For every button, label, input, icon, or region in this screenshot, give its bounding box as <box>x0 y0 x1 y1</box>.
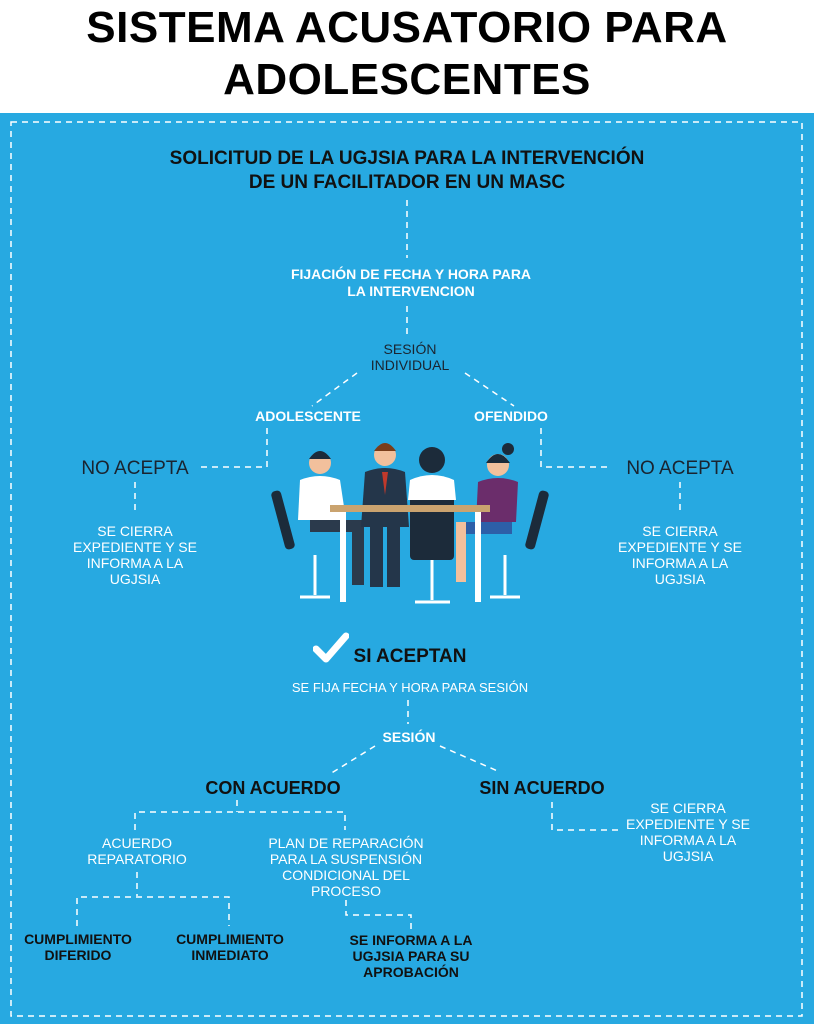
adolescente-label: ADOLESCENTE <box>255 408 361 424</box>
se-informa-aprobacion: SE INFORMA A LA UGJSIA PARA SU APROBACIÓ… <box>349 932 473 980</box>
sin-acuerdo-label: SIN ACUERDO <box>479 778 605 798</box>
left-no-acepta: NO ACEPTA <box>81 458 189 479</box>
si-aceptan-label: SI ACEPTAN <box>353 646 467 667</box>
sesion-label: SESIÓN <box>382 729 436 745</box>
se-fija-label: SE FIJA FECHA Y HORA PARA SESIÓN <box>291 680 529 695</box>
ofendido-label: OFENDIDO <box>474 408 548 424</box>
meeting-illustration-icon <box>271 443 549 604</box>
sin-acuerdo-result: SE CIERRA EXPEDIENTE Y SE INFORMA A LA U… <box>626 800 750 864</box>
dashed-border <box>10 121 803 1017</box>
right-result: SE CIERRA EXPEDIENTE Y SE INFORMA A LA U… <box>618 523 742 587</box>
con-acuerdo-label: CON ACUERDO <box>205 778 341 798</box>
sesion-individual-label: SESIÓN INDIVIDUAL <box>370 341 450 373</box>
main-heading: SOLICITUD DE LA UGJSIA PARA LA INTERVENC… <box>169 148 645 193</box>
left-result: SE CIERRA EXPEDIENTE Y SE INFORMA A LA U… <box>73 523 197 587</box>
diagram-panel <box>0 113 814 1024</box>
page-title: SISTEMA ACUSATORIO PARA ADOLESCENTES <box>86 3 728 104</box>
cumplimiento-diferido: CUMPLIMIENTO DIFERIDO <box>24 931 132 963</box>
check-icon <box>312 632 350 669</box>
acuerdo-reparatorio: ACUERDO REPARATORIO <box>87 835 187 867</box>
fijacion-label: FIJACIÓN DE FECHA Y HORA PARA LA INTERVE… <box>290 266 532 299</box>
right-no-acepta: NO ACEPTA <box>626 458 734 479</box>
plan-reparacion: PLAN DE REPARACIÓN PARA LA SUSPENSIÓN CO… <box>268 835 424 899</box>
cumplimiento-inmediato: CUMPLIMIENTO INMEDIATO <box>176 931 284 963</box>
